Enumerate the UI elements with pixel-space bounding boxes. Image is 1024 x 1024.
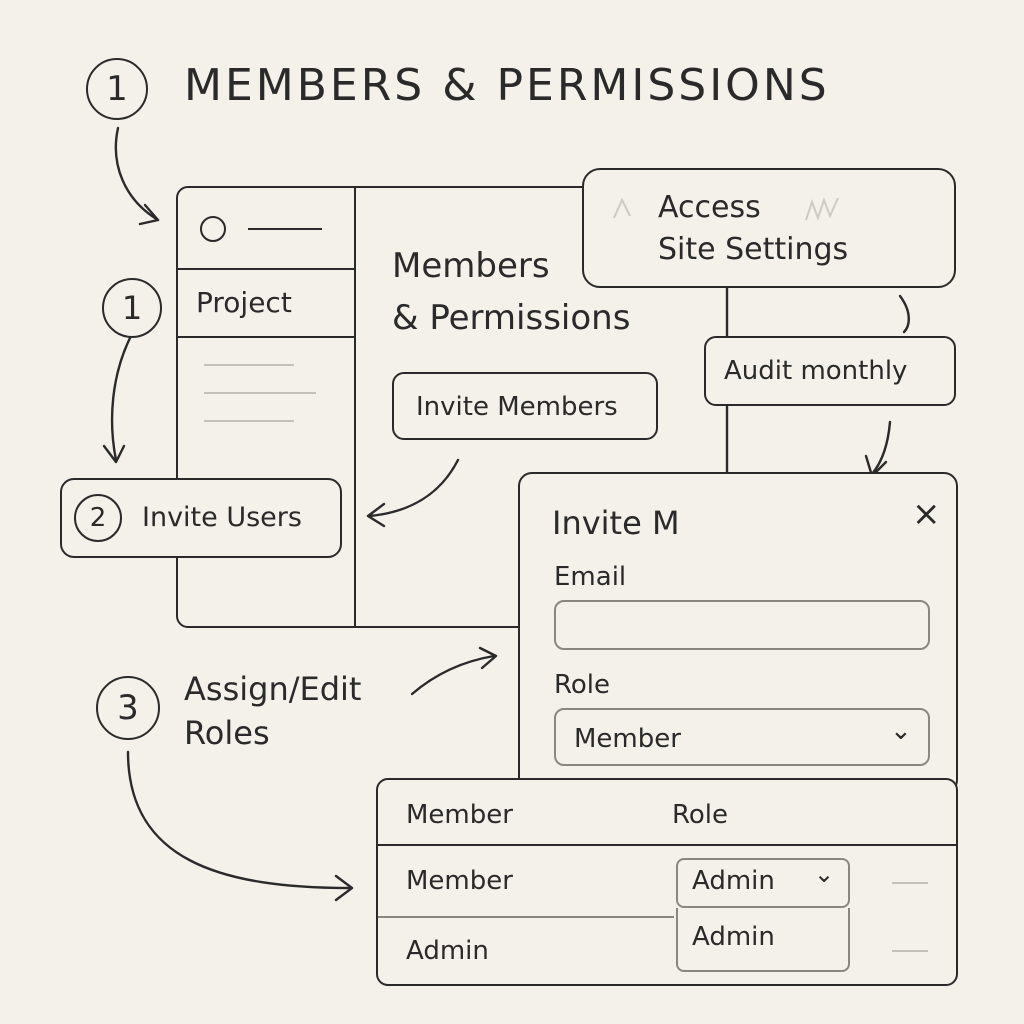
arrow-step3-to-table xyxy=(126,750,352,890)
arrow-invite-members-to-invite-users xyxy=(368,458,460,518)
main-heading-line1: Members xyxy=(392,246,550,286)
row-action-placeholder xyxy=(892,950,928,952)
chevron-down-icon: ⌄ xyxy=(890,716,912,746)
step1-number: 1 xyxy=(121,289,143,327)
arrow-audit-to-dialog xyxy=(870,420,892,476)
column-header-member: Member xyxy=(406,800,513,830)
avatar xyxy=(200,216,226,242)
dialog-title: Invite M xyxy=(552,504,680,542)
close-icon[interactable]: × xyxy=(912,494,941,534)
step3-label-line1: Assign/Edit xyxy=(184,670,362,708)
chevron-down-icon: ⌄ xyxy=(814,860,835,888)
row-member-name: Admin xyxy=(406,936,489,966)
role-dropdown[interactable]: Admin ⌄ xyxy=(676,858,850,908)
step3-number: 3 xyxy=(117,688,139,728)
column-header-role: Role xyxy=(672,800,729,830)
members-table: Member Role Member Admin ⌄ Admin Admin xyxy=(376,778,958,986)
access-site-settings-callout: Access Site Settings xyxy=(582,168,956,288)
access-label-line1: Access xyxy=(658,190,761,225)
arrow-step1-to-invite-users xyxy=(110,336,132,462)
role-label: Role xyxy=(554,670,611,700)
title-step-badge: 1 xyxy=(86,58,148,120)
title-step-number: 1 xyxy=(106,69,128,109)
main-heading-line2: & Permissions xyxy=(392,298,631,338)
sidebar-item-project[interactable]: Project xyxy=(176,270,356,338)
email-label: Email xyxy=(554,562,627,592)
table-row[interactable]: Admin Admin xyxy=(378,908,956,984)
step2-number: 2 xyxy=(89,503,107,533)
invite-users-button[interactable]: 2 Invite Users xyxy=(60,478,342,558)
sidebar-placeholder-line xyxy=(204,364,294,366)
access-label-line2: Site Settings xyxy=(658,232,849,267)
window-title-line xyxy=(248,228,322,230)
sidebar-item-label: Project xyxy=(196,286,292,319)
arrow-access-to-audit xyxy=(898,294,910,334)
step3-badge: 3 xyxy=(96,676,160,740)
email-field[interactable] xyxy=(554,600,930,650)
step2-badge: 2 xyxy=(74,494,122,542)
table-header-divider xyxy=(378,844,956,846)
sidebar-placeholder-line xyxy=(204,420,294,422)
sidebar xyxy=(176,186,356,628)
arrow-step3-to-dialog xyxy=(410,654,496,696)
squiggle-icon xyxy=(805,197,839,221)
invite-members-label: Invite Members xyxy=(416,392,618,422)
role-dropdown-value: Admin xyxy=(692,866,775,896)
invite-members-button[interactable]: Invite Members xyxy=(392,372,658,440)
step3-label-line2: Roles xyxy=(184,714,270,752)
sidebar-header xyxy=(176,186,356,270)
table-row[interactable]: Member Admin ⌄ xyxy=(378,846,956,916)
role-select-value: Member xyxy=(574,724,681,754)
sidebar-placeholder-line xyxy=(204,392,316,394)
sketch-mark-icon xyxy=(613,197,631,219)
invite-users-label: Invite Users xyxy=(142,502,302,533)
step1-badge: 1 xyxy=(102,278,162,338)
role-select[interactable]: Member ⌄ xyxy=(554,708,930,766)
row-action-placeholder xyxy=(892,882,928,884)
arrow-title-to-window xyxy=(114,126,160,222)
invite-members-dialog: Invite M × Email Role Member ⌄ xyxy=(518,472,958,794)
row-member-name: Member xyxy=(406,866,513,896)
role-option-label: Admin xyxy=(692,922,775,952)
audit-monthly-label: Audit monthly xyxy=(724,356,908,386)
page-title: MEMBERS & PERMISSIONS xyxy=(184,60,830,111)
table-row-divider xyxy=(378,916,674,918)
role-dropdown-option[interactable]: Admin xyxy=(676,908,850,972)
app-window xyxy=(176,186,728,628)
audit-monthly-callout: Audit monthly xyxy=(704,336,956,406)
